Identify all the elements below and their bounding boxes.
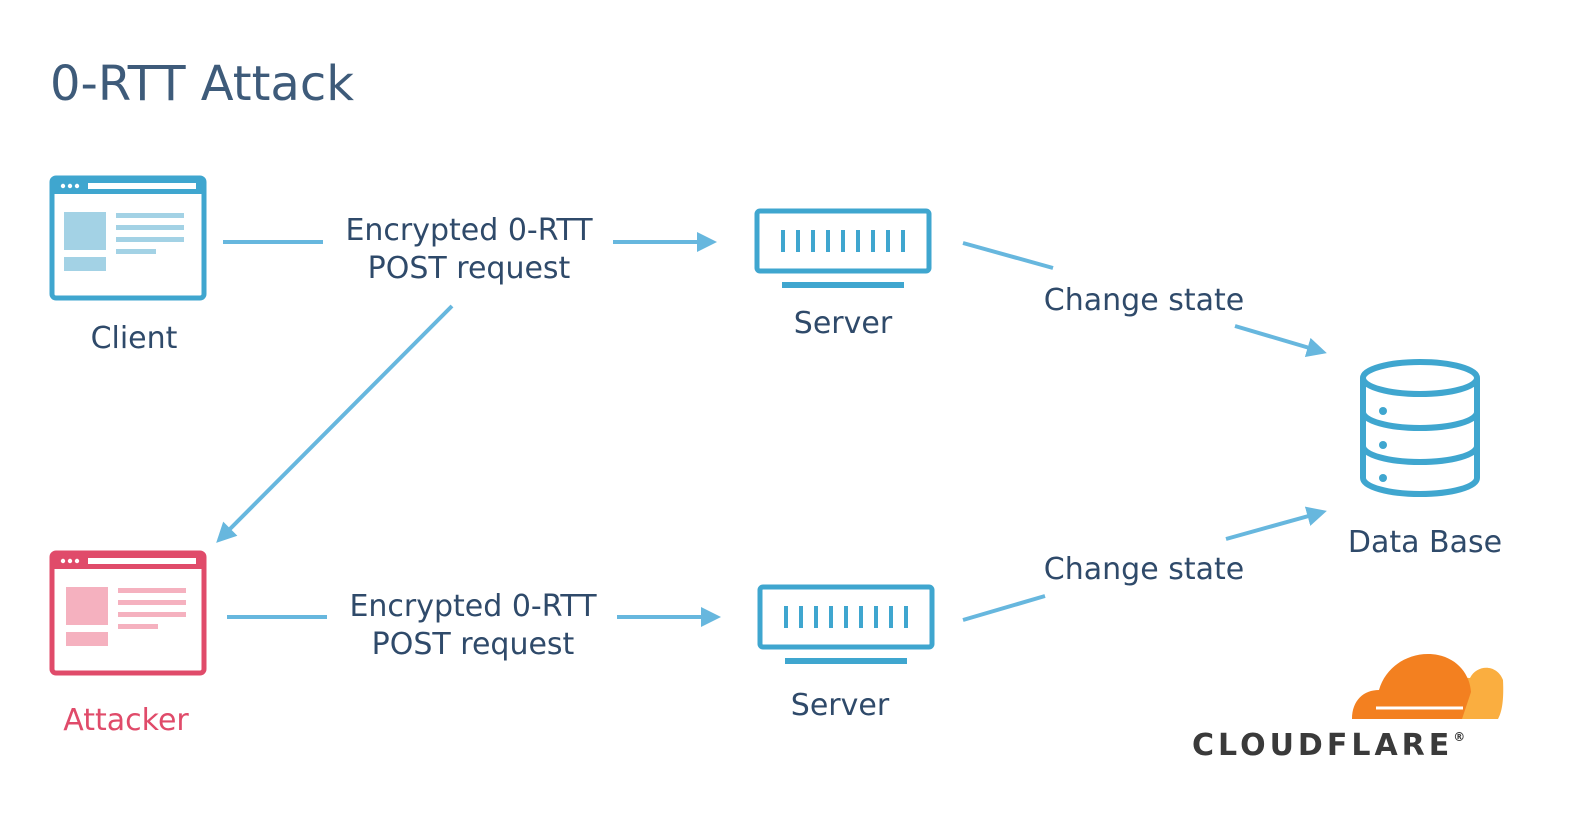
edge-client-label-line1: Encrypted 0-RTT [345, 213, 593, 248]
cloudflare-cloud-front [1352, 654, 1471, 719]
edge-attacker-label-line1: Encrypted 0-RTT [349, 589, 597, 624]
edge-intercept-arrow [216, 304, 454, 543]
cloudflare-trademark: ® [1453, 730, 1469, 744]
database-label: Data Base [1348, 525, 1502, 560]
edge-server-bottom-label: Change state [1044, 552, 1244, 587]
edge-attacker-label-line2: POST request [372, 627, 575, 662]
server-top-label: Server [794, 306, 893, 341]
database-icon [1360, 359, 1480, 497]
edge-server-bottom-to-database [962, 506, 1327, 622]
client-browser-icon [49, 175, 207, 301]
server-top-icon [754, 208, 932, 288]
database-indicator-dots [1379, 407, 1387, 482]
client-label: Client [91, 321, 178, 356]
diagram-title: 0-RTT Attack [50, 56, 354, 112]
cloudflare-logo-text: CLOUDFLARE® [1192, 728, 1469, 763]
cloudflare-cloud-icon [1352, 654, 1504, 719]
edge-server-top-label: Change state [1044, 283, 1244, 318]
edge-server-top-to-database [962, 241, 1327, 358]
attacker-browser-icon [49, 550, 207, 676]
server-bottom-label: Server [791, 688, 890, 723]
edge-client-label-line2: POST request [368, 251, 571, 286]
attacker-label: Attacker [63, 703, 189, 738]
server-bottom-icon [757, 584, 935, 664]
